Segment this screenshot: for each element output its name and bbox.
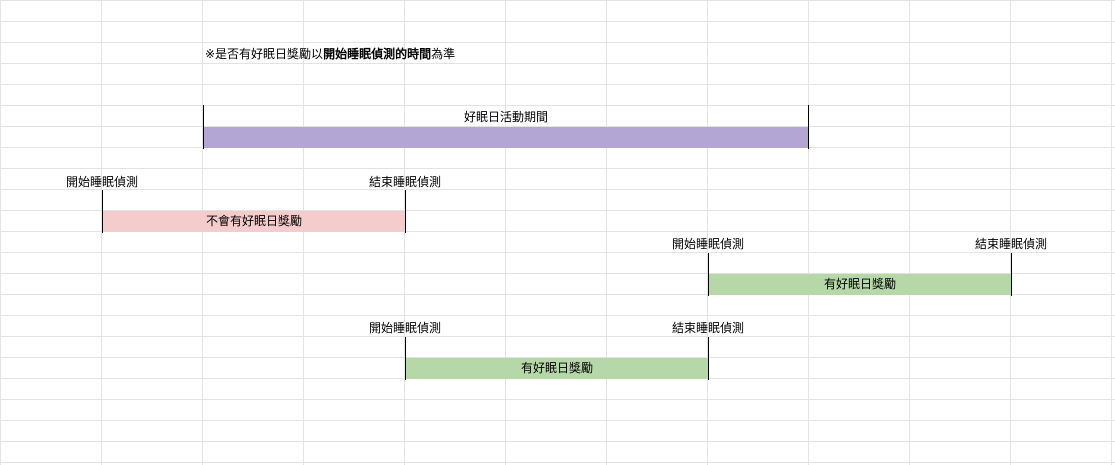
activity-end-line: [808, 105, 809, 149]
scenario-1-end-label: 結束睡眠偵測: [368, 175, 442, 189]
scenario-1-bar: 不會有好眠日獎勵: [103, 211, 405, 232]
note-emphasis: 開始睡眠偵測的時間: [323, 47, 432, 61]
scenario-2-end-label: 結束睡眠偵測: [974, 237, 1048, 251]
scenario-3-start-line: [405, 337, 406, 380]
scenario-2-start-line: [708, 253, 709, 296]
activity-period-label: 好眠日活動期間: [463, 110, 548, 124]
scenario-2-start-label: 開始睡眠偵測: [671, 237, 745, 251]
note-suffix: 為準: [431, 47, 456, 61]
activity-start-line: [203, 105, 204, 149]
scenario-1-end-line: [405, 190, 406, 233]
activity-period-bar: [204, 127, 808, 148]
note-text: ※是否有好眠日獎勵以開始睡眠偵測的時間為準: [205, 47, 455, 61]
scenario-3-end-line: [708, 337, 709, 380]
scenario-1-start-label: 開始睡眠偵測: [65, 175, 139, 189]
scenario-2-bar: 有好眠日獎勵: [709, 274, 1011, 295]
scenario-3-start-label: 開始睡眠偵測: [368, 321, 442, 335]
note-prefix: ※是否有好眠日獎勵以: [205, 47, 324, 61]
scenario-3-end-label: 結束睡眠偵測: [671, 321, 745, 335]
scenario-2-end-line: [1011, 253, 1012, 296]
scenario-3-bar: 有好眠日獎勵: [406, 358, 708, 379]
scenario-1-start-line: [102, 190, 103, 233]
